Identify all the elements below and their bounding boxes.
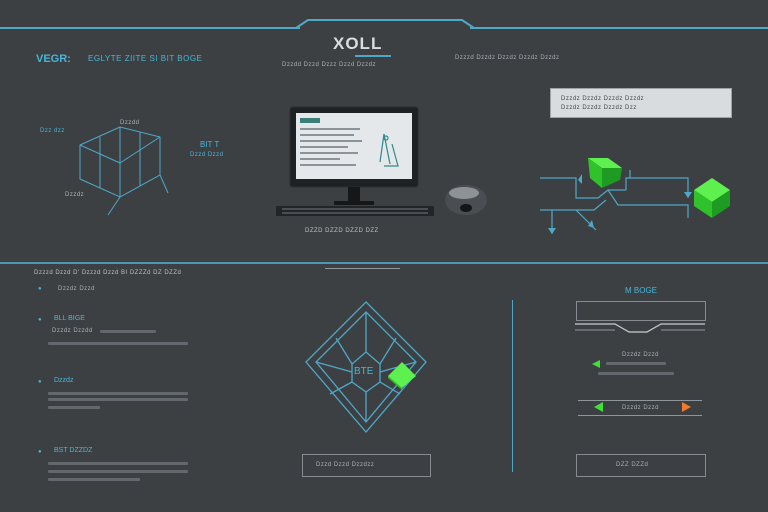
left-heading-4: BST DZZDZ (54, 447, 93, 454)
left-line-2b (48, 342, 188, 345)
left-arrow-icon (594, 402, 603, 412)
wireframe-label-2: Dzzdd (120, 120, 140, 126)
left-line-3c (48, 406, 100, 409)
header-center-subtitle: Dzzdd Dzzd Dzzz Dzzd Dzzdz (282, 62, 377, 68)
header-rule-left (0, 27, 300, 29)
header-notch (295, 19, 475, 29)
top-right-textbox: Dzzdz Dzzdz Dzzdz Dzzdz Dzzdz Dzzdz Dzzd… (550, 88, 732, 118)
diamond-box-label: Dzzd Dzzd Dzzdzz (316, 462, 375, 468)
left-item-2: Dzzdz Dzzdd (52, 328, 93, 334)
cube-icon (694, 178, 730, 218)
header-right-subtitle: Dzzzd Dzzdz Dzzdz Dzzdz Dzzdz (455, 55, 560, 61)
app-logo: XOLL (333, 34, 383, 53)
logo-underline (355, 55, 391, 57)
right-item-2: Dzzdz Dzzd (622, 405, 660, 411)
right-row-line-bottom (578, 415, 702, 416)
bullet-1: ● (38, 286, 42, 292)
circuit-diagram (540, 158, 730, 234)
right-bottom-box (576, 454, 706, 477)
right-panel-title: M BOGE (625, 286, 658, 295)
side-label-2: Dzzd Dzzd (190, 152, 224, 158)
section-divider (0, 262, 768, 264)
divider-center-mark (325, 268, 400, 269)
right-line-2 (598, 372, 674, 375)
right-panel-divider (512, 300, 513, 472)
right-item-1: Dzzdz Dzzd (622, 352, 660, 358)
textbox-line-1: Dzzdz Dzzdz Dzzdz Dzzdz (561, 96, 645, 102)
cube-icon (388, 362, 416, 390)
left-line-4a (48, 462, 188, 465)
right-arrow-icon (682, 402, 691, 412)
monitor-icon (276, 106, 434, 216)
textbox-line-2: Dzzdz Dzzdz Dzzdz Dzz (561, 105, 637, 111)
left-line-3b (48, 398, 188, 401)
section-divider-text: Dzzzd Dzzd D' Dzzzd Dzzd BI DZZZd DZ DZZ… (34, 270, 182, 276)
left-heading-3: Dzzdz (54, 377, 74, 384)
left-heading-2: BLL BIGE (54, 315, 85, 322)
left-item-1: Dzzdz Dzzd (58, 286, 96, 292)
wireframe-label-1: Dzz dzz (40, 128, 65, 134)
wireframe-structure (79, 126, 169, 216)
bullet-3: ● (38, 379, 42, 385)
green-arrow-icon (592, 360, 600, 368)
cube-icon (588, 158, 622, 188)
diamond-center-label: BTE (354, 366, 374, 377)
mouse-icon (445, 185, 487, 215)
computer-caption: DZZD DZZD DZZD DZZ (305, 228, 379, 234)
header-left-title: VEGR: (36, 53, 71, 65)
left-line-2a (100, 330, 156, 333)
right-bottom-box-label: DZZ DZZd (616, 462, 649, 468)
side-label-1: BIT T (200, 140, 220, 149)
zigzag-rule (575, 323, 705, 333)
left-line-4b (48, 470, 188, 473)
header-left-subtitle: EGLYTE ZIITE SI BIT BOGE (88, 54, 203, 63)
right-top-bar (576, 301, 706, 321)
left-line-4c (48, 478, 140, 481)
bullet-4: ● (38, 449, 42, 455)
right-row-line (578, 400, 702, 401)
wireframe-label-3: Dzzdz (65, 192, 85, 198)
diamond-diagram (305, 301, 427, 433)
bullet-2: ● (38, 317, 42, 323)
header-rule-right (470, 27, 768, 29)
right-line-1 (606, 362, 666, 365)
diamond-box (302, 454, 431, 477)
left-line-3a (48, 392, 188, 395)
